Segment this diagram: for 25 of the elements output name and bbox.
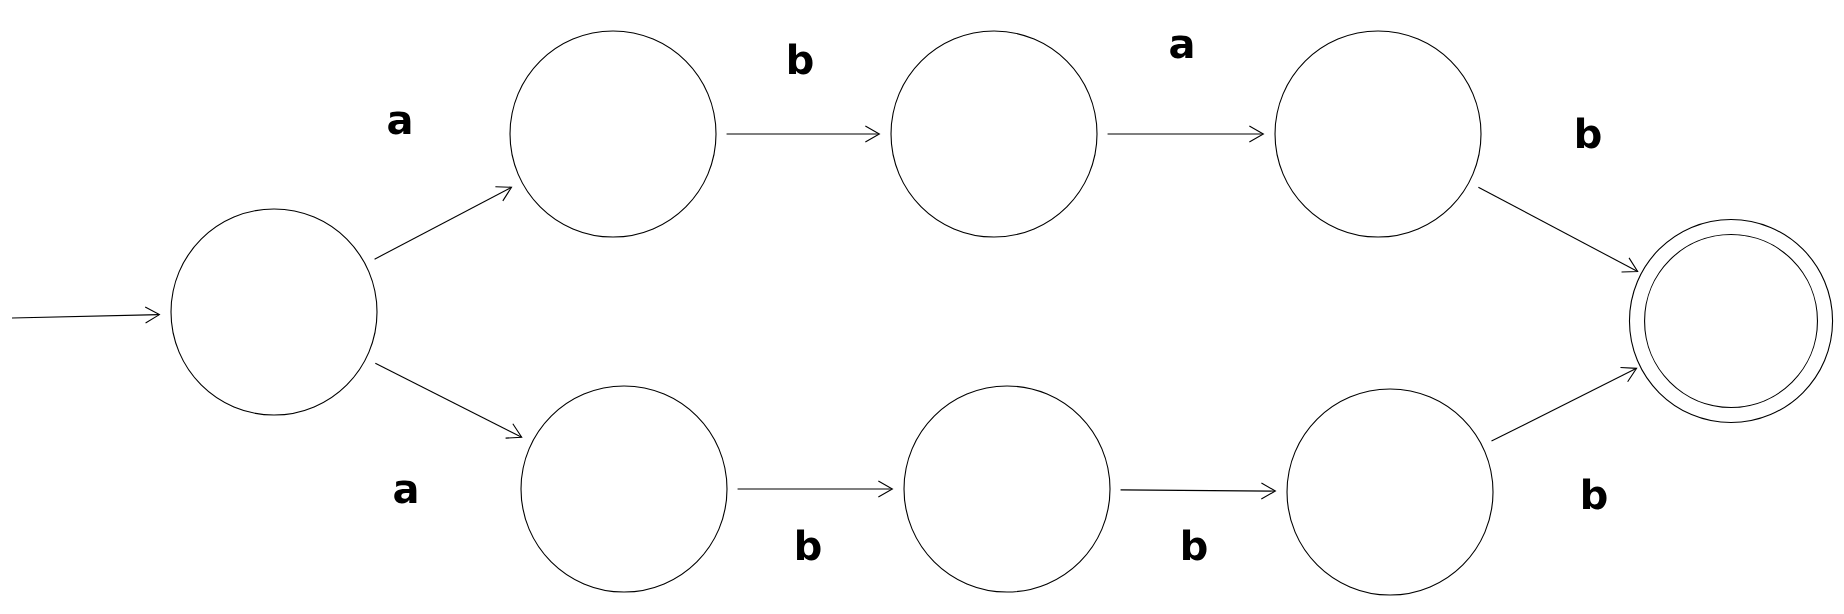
arrow — [1120, 482, 1277, 500]
edge-label: b — [1571, 115, 1605, 151]
state-circle — [170, 208, 378, 416]
edge-label: b — [1177, 527, 1211, 563]
arrow — [726, 125, 881, 143]
arrow — [11, 306, 161, 324]
edge-label: b — [1577, 476, 1611, 512]
state-circle — [1286, 388, 1494, 596]
state-circle — [890, 30, 1098, 238]
arrow — [1490, 366, 1638, 442]
state-circle — [520, 385, 728, 593]
edge-label: b — [783, 41, 817, 77]
arrow — [737, 480, 894, 498]
state-circle — [509, 30, 717, 238]
state-circle — [903, 385, 1111, 593]
edge-label: a — [384, 109, 416, 137]
state-circle — [1274, 30, 1482, 238]
edge-label: a — [390, 478, 422, 506]
arrow — [1477, 186, 1639, 273]
arrow — [374, 186, 513, 260]
arrow — [374, 362, 523, 439]
arrow — [1107, 125, 1265, 143]
edge-label: a — [1166, 33, 1198, 61]
accepting-state-circle — [1628, 218, 1834, 424]
edge-label: b — [791, 527, 825, 563]
